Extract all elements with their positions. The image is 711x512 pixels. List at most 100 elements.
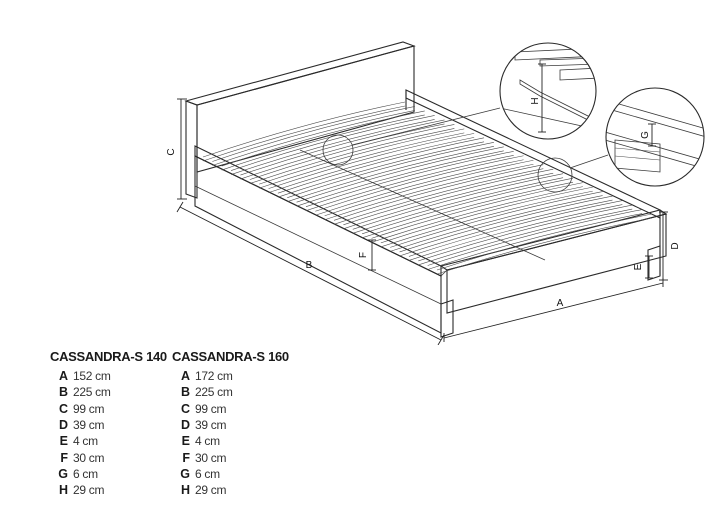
slat xyxy=(343,168,554,226)
detail-view-h: H xyxy=(499,42,597,140)
dimension-letter: H xyxy=(180,483,190,498)
slat xyxy=(277,137,485,194)
slat xyxy=(427,213,643,270)
slat xyxy=(240,119,445,176)
foot-rail xyxy=(439,209,668,314)
dimension-letter: D xyxy=(58,418,68,433)
dimension-value: 39 cm xyxy=(195,418,227,433)
dimension-value: 29 cm xyxy=(195,483,227,498)
dimension-letter: D xyxy=(180,418,190,433)
slat xyxy=(277,141,485,198)
slat xyxy=(249,128,455,184)
slat xyxy=(399,199,613,257)
model-name: CASSANDRA-S 160 xyxy=(172,349,289,364)
slat xyxy=(418,208,633,266)
slat xyxy=(268,137,475,193)
dimension-letter: E xyxy=(181,434,190,449)
dimension-letter: C xyxy=(58,401,68,416)
slat xyxy=(212,106,415,162)
slat xyxy=(202,105,406,162)
dimension-row-h: H 29 cm xyxy=(172,482,289,498)
slat xyxy=(221,114,425,171)
slat xyxy=(324,163,534,221)
slat xyxy=(399,195,613,253)
slat xyxy=(408,204,623,261)
slat xyxy=(221,110,425,167)
slat xyxy=(333,168,544,225)
slat xyxy=(436,213,653,271)
slat xyxy=(324,159,534,217)
dimension-row-a: A 152 cm xyxy=(50,368,167,384)
dim-label-d: D xyxy=(670,242,681,249)
dimension-b: B xyxy=(176,201,445,345)
slat xyxy=(315,155,524,212)
slat xyxy=(418,204,633,262)
dim-label-b: B xyxy=(306,260,313,271)
model-name: CASSANDRA-S 140 xyxy=(50,349,167,364)
dimension-value: 30 cm xyxy=(195,450,227,465)
bed-technical-drawing: H G C B A xyxy=(166,41,705,345)
slat xyxy=(436,217,653,275)
dimension-value: 99 cm xyxy=(195,401,227,416)
dimension-letter: E xyxy=(59,434,68,449)
dimension-value: 39 cm xyxy=(73,418,105,433)
dimension-value: 6 cm xyxy=(195,466,220,481)
dimension-value: 29 cm xyxy=(73,483,105,498)
slat xyxy=(296,146,504,203)
slat xyxy=(380,186,593,244)
dimension-value: 4 cm xyxy=(195,434,220,449)
slat xyxy=(305,154,514,212)
dimension-value: 4 cm xyxy=(73,434,98,449)
dim-label-e: E xyxy=(633,263,644,270)
slat xyxy=(362,177,574,235)
slat xyxy=(287,146,494,202)
dimension-row-f: F 30 cm xyxy=(172,449,289,465)
leader-line-g xyxy=(569,154,609,169)
slat xyxy=(259,132,465,189)
dim-label-a: A xyxy=(557,298,564,309)
slat xyxy=(230,115,435,171)
slat xyxy=(390,191,603,248)
slat xyxy=(352,173,564,230)
dimension-letter: F xyxy=(182,450,190,465)
dimension-d: D xyxy=(659,211,681,281)
dimension-row-e: E 4 cm xyxy=(172,433,289,449)
legs xyxy=(440,245,661,338)
slat xyxy=(202,101,406,158)
dimension-value: 99 cm xyxy=(73,401,105,416)
slat xyxy=(296,150,504,207)
dimension-letter: A xyxy=(58,369,68,384)
slat xyxy=(352,177,564,234)
dimension-letter: H xyxy=(58,483,68,498)
dimension-f: F xyxy=(358,239,376,271)
slat xyxy=(230,119,435,175)
dimension-a: A xyxy=(443,278,664,342)
dimension-c: C xyxy=(166,98,187,200)
dim-label-c: C xyxy=(166,148,177,155)
dimension-value: 152 cm xyxy=(73,369,111,384)
detail-circle-h xyxy=(322,134,354,166)
slat xyxy=(240,123,445,180)
dimension-value: 30 cm xyxy=(73,450,105,465)
dim-label-f: F xyxy=(358,252,369,258)
dimension-row-e: E 4 cm xyxy=(50,433,167,449)
dimension-letter: G xyxy=(180,466,190,481)
dimension-value: 172 cm xyxy=(195,369,233,384)
dimension-row-g: G 6 cm xyxy=(172,466,289,482)
slat xyxy=(380,190,593,248)
slat xyxy=(305,150,514,208)
dimension-e: E xyxy=(633,255,653,279)
dimension-row-d: D 39 cm xyxy=(50,417,167,433)
headboard xyxy=(184,41,416,199)
slat xyxy=(427,209,643,266)
detail-circle-g xyxy=(537,157,573,193)
